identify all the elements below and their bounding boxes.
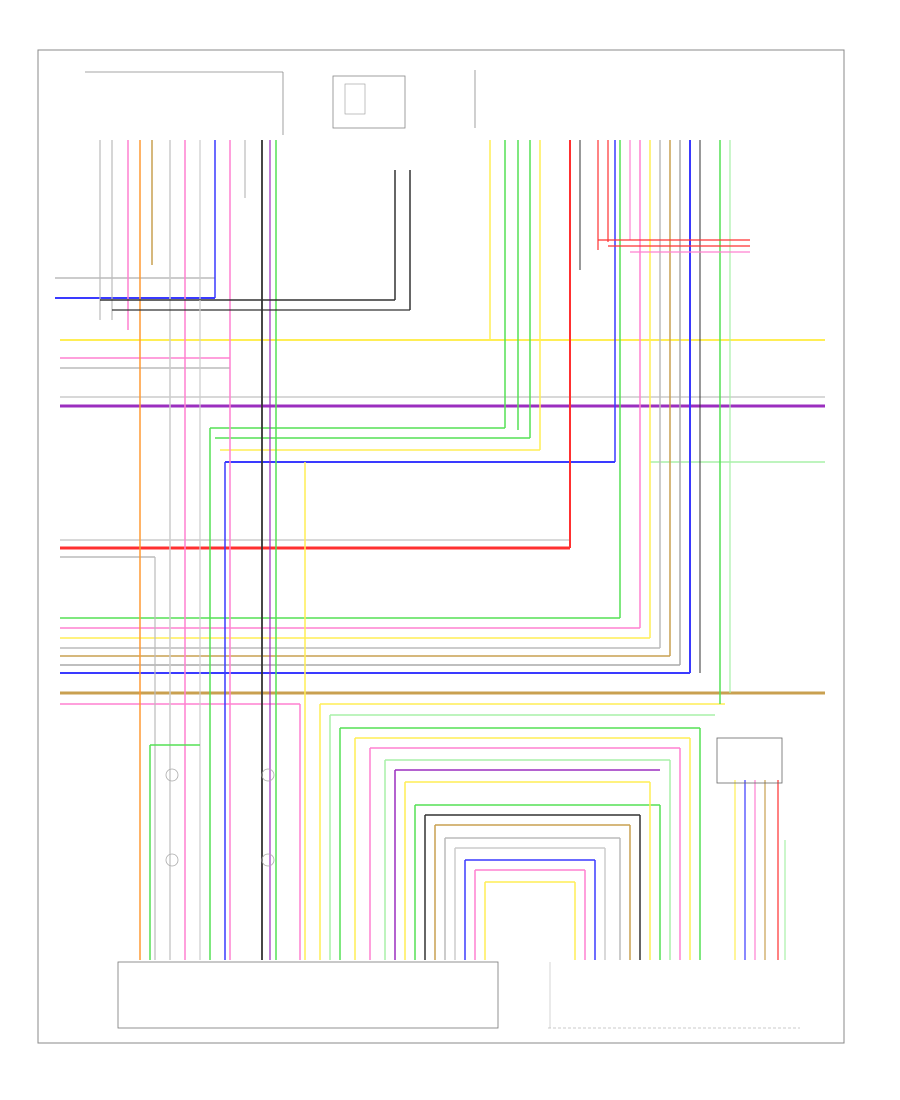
lower-routing-wires [149, 704, 786, 960]
component-symbols [165, 737, 783, 867]
vertical-wires-right [489, 140, 750, 704]
bottom-left-connector-box [117, 961, 499, 1029]
vertical-wires-left [99, 140, 411, 960]
top-center-module-box [332, 75, 406, 129]
top-left-connector-block [85, 71, 284, 135]
horizontal-wire-buses [55, 277, 825, 705]
diagram-frame [37, 49, 845, 1044]
